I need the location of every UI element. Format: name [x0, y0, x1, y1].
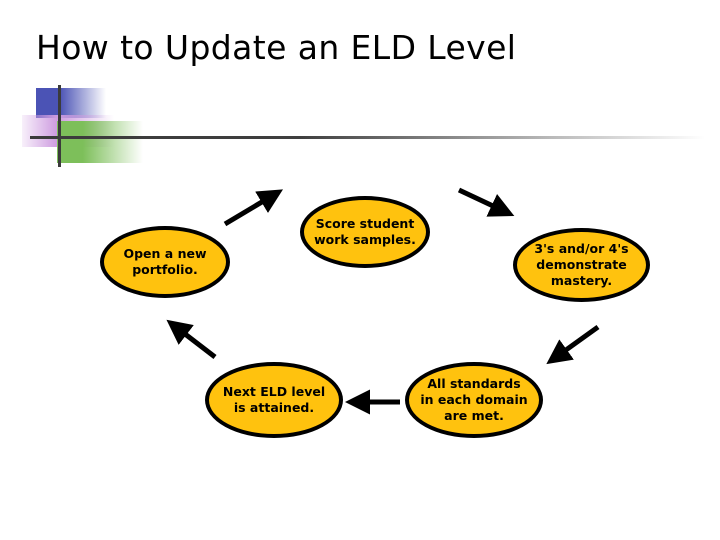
page-title: How to Update an ELD Level: [36, 28, 517, 67]
flow-node-standards-met[interactable]: All standards in each domain are met.: [405, 362, 543, 438]
decoration-horizontal-rule: [30, 136, 705, 139]
flow-node-label: Next ELD level is attained.: [222, 384, 326, 415]
decoration-vertical-rule: [58, 85, 61, 167]
decoration-blue-square: [36, 88, 106, 118]
arrow-next-to-open-icon: [166, 319, 217, 359]
arrow-mastery-to-standards-icon: [546, 324, 600, 365]
flow-node-label: Score student work samples.: [314, 216, 416, 247]
flow-node-label: 3's and/or 4's demonstrate mastery.: [534, 241, 629, 288]
arrow-score-to-mastery-icon: [457, 187, 515, 217]
flow-node-label: Open a new portfolio.: [123, 246, 207, 277]
flow-node-open-portfolio[interactable]: Open a new portfolio.: [100, 226, 230, 298]
flow-node-mastery[interactable]: 3's and/or 4's demonstrate mastery.: [513, 228, 650, 302]
flow-node-label: All standards in each domain are met.: [420, 376, 528, 423]
arrow-open-to-score-icon: [223, 189, 284, 227]
flow-node-next-level[interactable]: Next ELD level is attained.: [205, 362, 343, 438]
flow-node-score-samples[interactable]: Score student work samples.: [300, 196, 430, 268]
decoration-green-square: [57, 121, 143, 163]
